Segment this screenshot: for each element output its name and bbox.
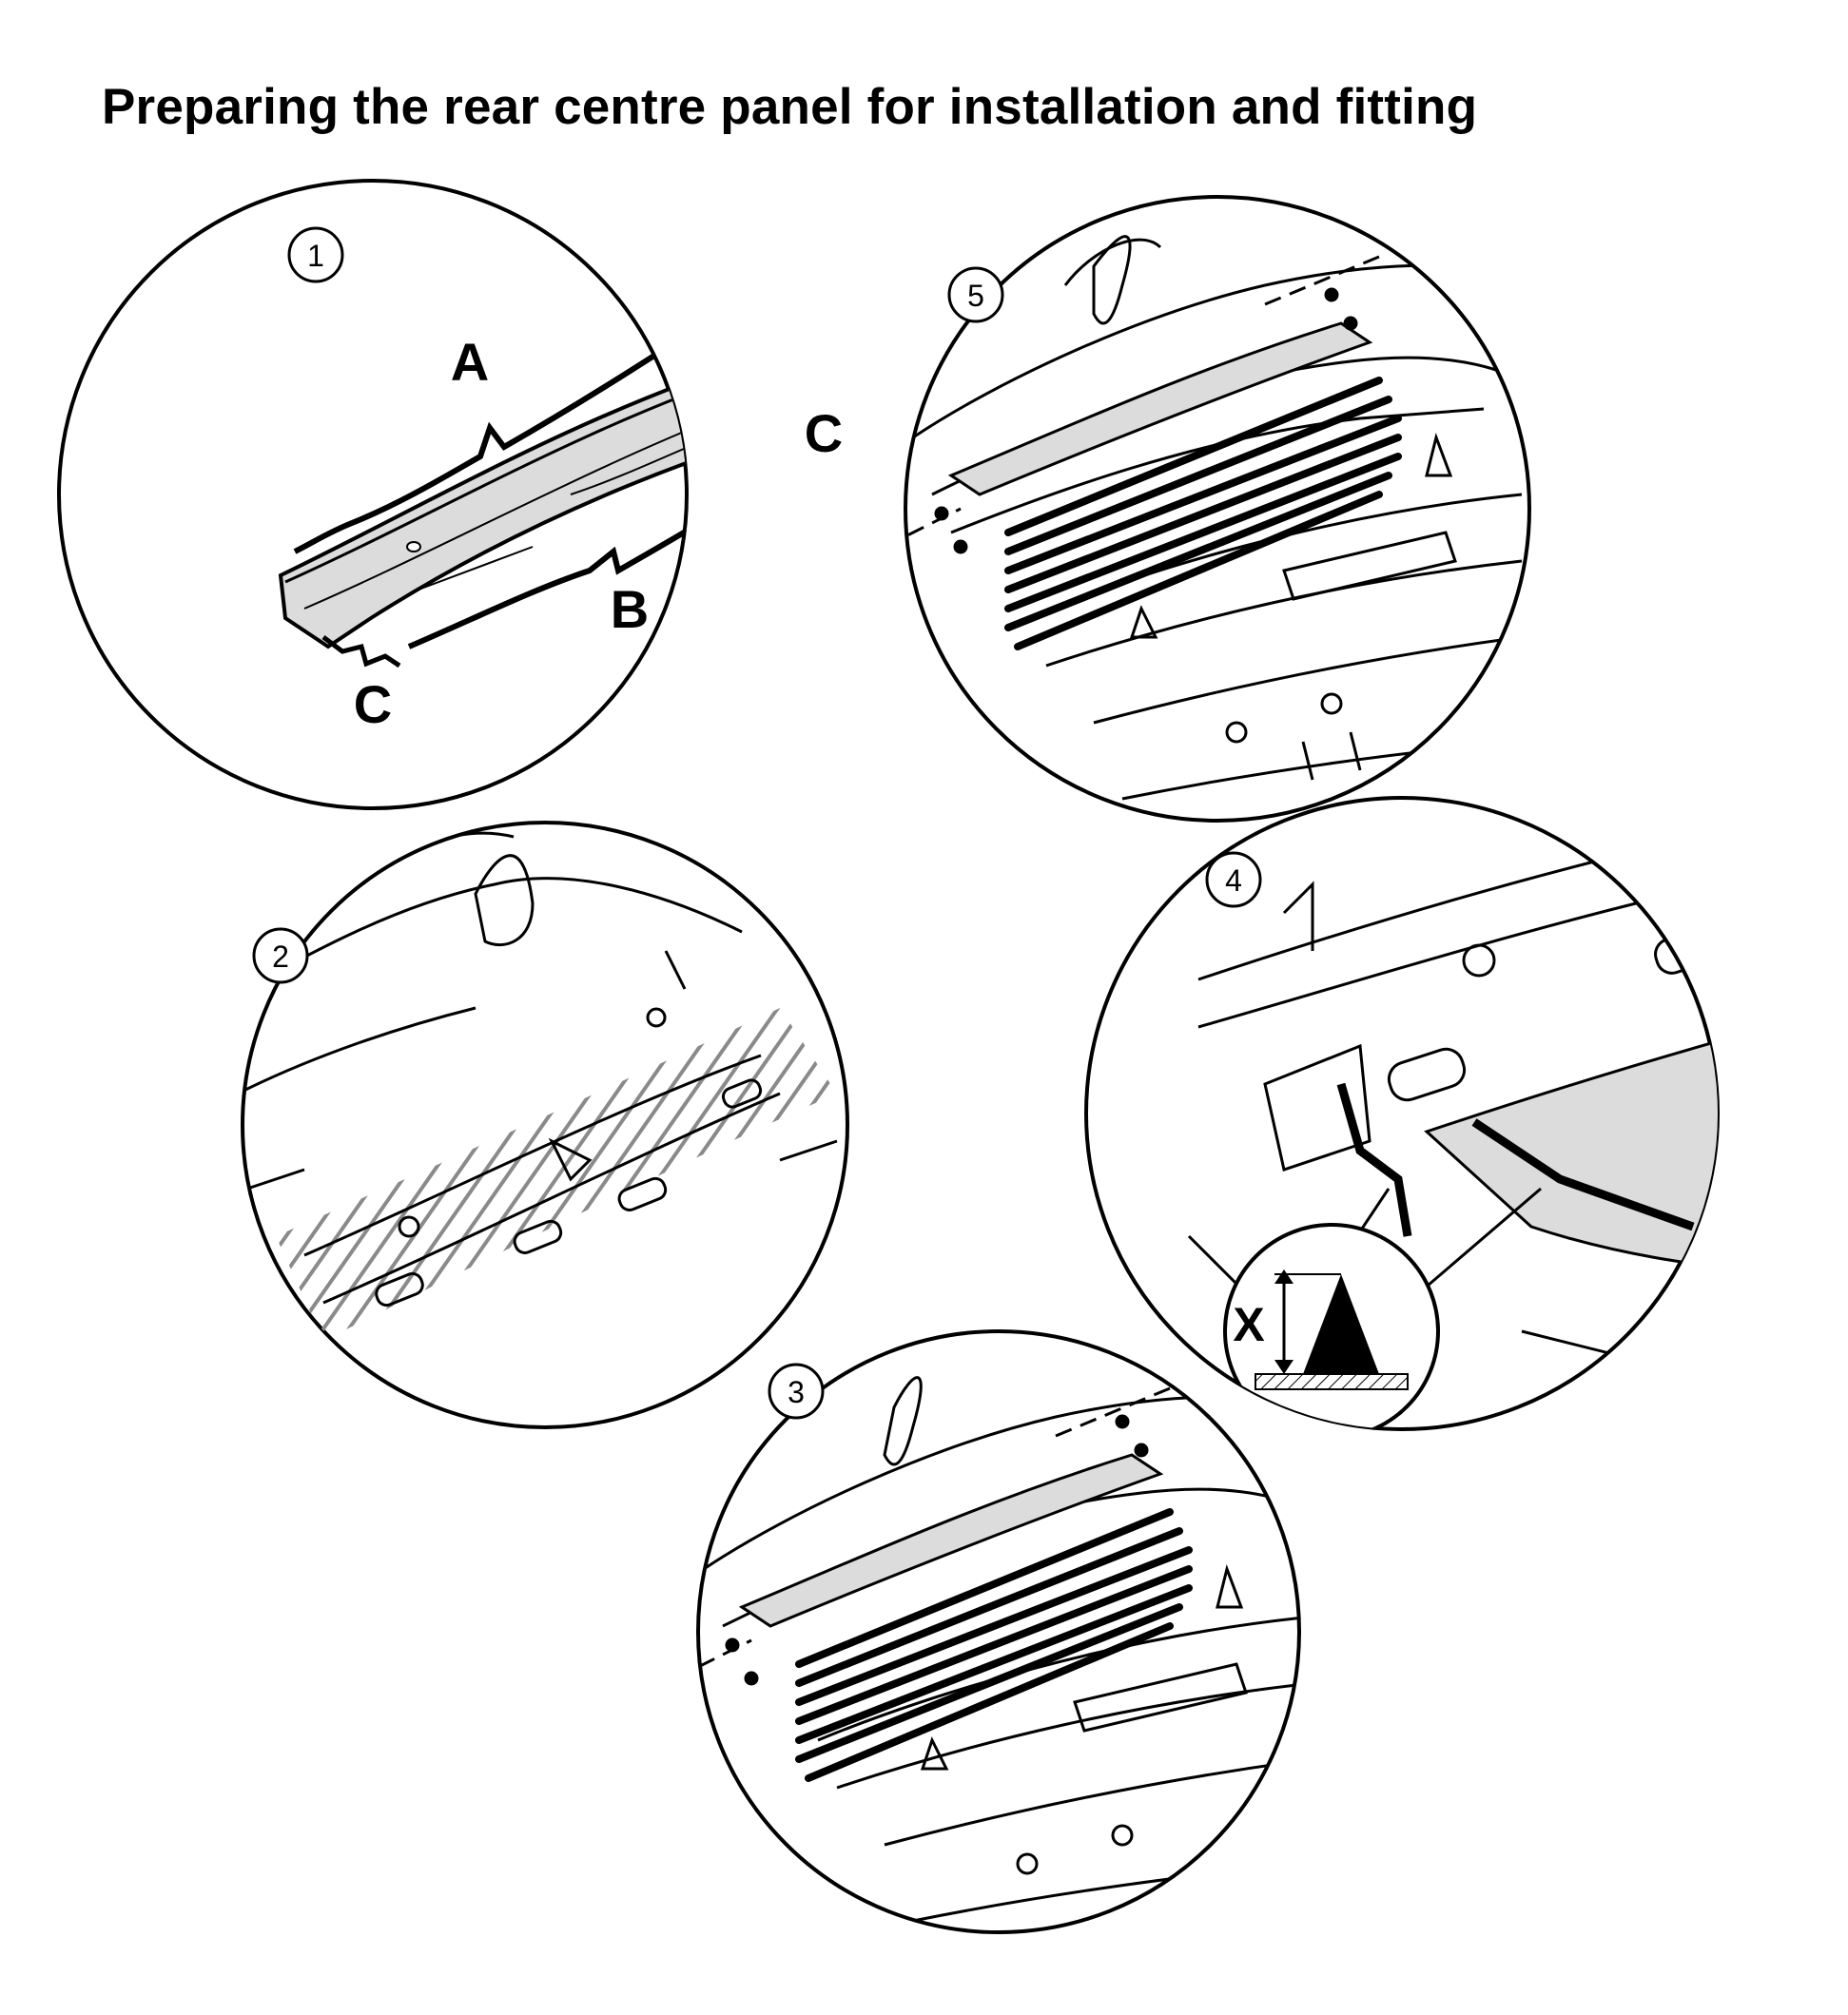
- label-a: A: [451, 332, 489, 392]
- step-5-number-badge: [947, 266, 1004, 323]
- louvres-5: [1004, 377, 1402, 650]
- step-2-number: 2: [272, 940, 289, 974]
- step-1-detail: 1 A B C C: [57, 179, 843, 810]
- step-3-detail: 3: [696, 1329, 1301, 1934]
- label-x: X: [1233, 1298, 1264, 1351]
- step-5-detail: 5: [904, 195, 1531, 823]
- bracket-a: [293, 310, 687, 554]
- step-3-frame: [696, 1329, 1301, 1934]
- label-c-right: C: [805, 403, 843, 463]
- rear-centre-panel: [278, 357, 687, 649]
- bracket-c-left: [321, 635, 401, 668]
- step-1-number-badge: [287, 226, 344, 283]
- step-3-number-badge: [768, 1363, 825, 1420]
- bracket-b: [407, 477, 687, 649]
- step-4-detail: X 4: [1084, 796, 1720, 1431]
- step-1-frame: [57, 179, 689, 810]
- step-4-number-badge: [1205, 851, 1262, 908]
- hatched-area: [276, 1008, 837, 1341]
- step-2-number-badge: [252, 927, 309, 984]
- step-4-number: 4: [1225, 863, 1242, 898]
- louvres-3: [795, 1508, 1193, 1782]
- step-2-detail: 2: [241, 821, 849, 1429]
- step-3-number: 3: [788, 1375, 805, 1409]
- label-b: B: [611, 579, 649, 639]
- panel-surface: [1424, 1025, 1718, 1276]
- label-c-left: C: [354, 674, 392, 734]
- bead-profile: [1303, 1274, 1379, 1374]
- step-1-number: 1: [307, 239, 324, 273]
- step-5-number: 5: [967, 279, 984, 313]
- page-title: Preparing the rear centre panel for inst…: [102, 79, 1478, 135]
